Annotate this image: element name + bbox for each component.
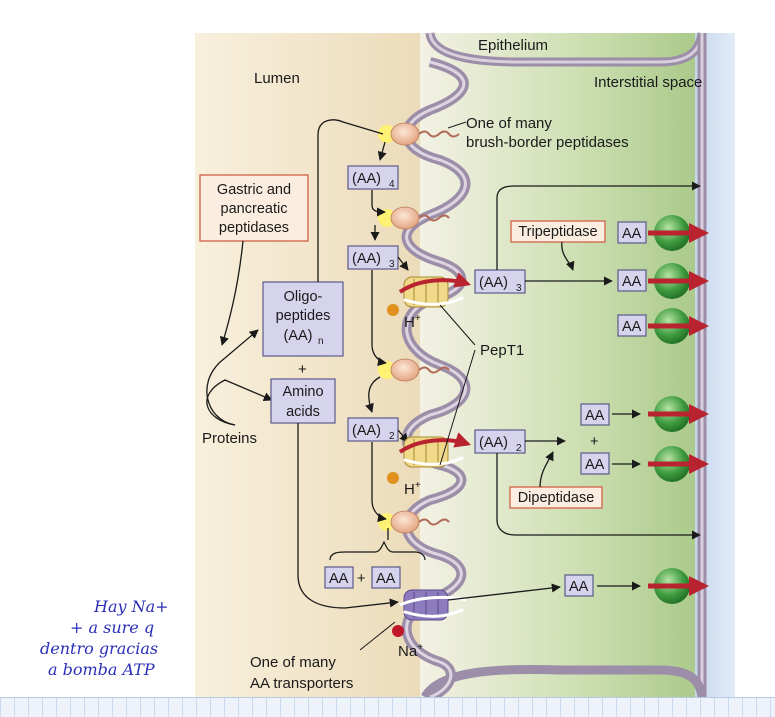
svg-text:(AA): (AA) [479,435,508,451]
svg-text:Dipeptidase: Dipeptidase [518,490,595,506]
aa3-box: (AA) 3 [347,245,399,270]
aa-out-6: AA [564,574,594,597]
proton-dot-2 [387,472,399,484]
pept1-transporter-2 [398,432,472,468]
sodium-dot [392,625,404,637]
h-plus-label-1: H+ [404,313,421,331]
svg-text:2: 2 [516,443,522,454]
dipeptidase-box: Dipeptidase [509,486,603,509]
amino-acids-box: Amino acids [270,378,336,424]
svg-text:n: n [318,336,324,347]
proton-dot-1 [387,304,399,316]
svg-text:AA: AA [622,226,642,242]
aa-transporter [399,589,467,621]
svg-text:AA: AA [569,579,589,595]
handwritten-note: Hay Na+ + a sure q dentro gracias a bomb… [40,597,169,679]
proteins-label: Proteins [202,430,257,447]
svg-text:peptidases: peptidases [219,220,289,236]
cell-aa3-box: (AA) 3 [474,269,526,294]
aa-out-2: AA [617,269,647,292]
svg-text:(AA): (AA) [352,423,381,439]
exit-channel-4 [648,396,709,432]
lumen-label: Lumen [254,70,300,87]
svg-text:AA: AA [622,274,642,290]
peptidase-note-line1: One of many [466,115,552,132]
aa2-box: (AA) 2 [347,417,399,442]
svg-text:AA: AA [585,457,605,473]
aa-out-3: AA [617,314,647,337]
svg-text:acids: acids [286,404,320,420]
cell-aa2-box: (AA) 2 [474,429,526,454]
svg-text:pancreatic: pancreatic [221,201,288,217]
aa-plus: + [590,434,598,450]
svg-text:(AA): (AA) [352,251,381,267]
page-footer-strip [0,697,775,717]
svg-text:(AA): (AA) [479,275,508,291]
brush-border-peptidase-4 [378,510,450,534]
aa-transporter-note-line2: AA transporters [250,675,353,692]
svg-text:AA: AA [585,408,605,424]
gastric-pancreatic-peptidases-box: Gastric and pancreatic peptidases [199,174,309,242]
svg-text:+: + [357,571,365,587]
aa-out-4: AA [580,403,610,426]
h-plus-label-2: H+ [404,480,421,498]
aa-pair-boxes: AA + AA [324,566,401,589]
aa-out-5: AA [580,452,610,475]
oligopeptides-box: Oligo- peptides (AA) n [262,281,344,357]
svg-text:AA: AA [376,571,396,587]
svg-text:Oligo-: Oligo- [284,289,323,305]
interstitial-label: Interstitial space [594,74,702,91]
svg-text:Tripeptidase: Tripeptidase [518,224,597,240]
aa4-box: (AA) 4 [347,165,399,190]
svg-text:Amino: Amino [282,384,323,400]
plus-label: + [298,361,307,378]
exit-channel-1 [648,215,709,251]
svg-text:AA: AA [622,319,642,335]
svg-text:(AA): (AA) [284,328,313,344]
aa-out-1: AA [617,221,647,244]
brush-border-peptidase-1 [378,122,460,146]
peptidase-note-line2: brush-border peptidases [466,134,629,151]
epithelium-label: Epithelium [478,37,548,54]
svg-text:3: 3 [389,259,395,270]
tripeptidase-box: Tripeptidase [510,220,606,243]
pept1-transporter-1 [398,272,472,308]
svg-text:peptides: peptides [276,308,331,324]
exit-channel-6 [648,568,709,604]
exit-channel-3 [648,308,709,344]
exit-channel-5 [648,446,709,482]
svg-text:2: 2 [389,431,395,442]
svg-text:Gastric and: Gastric and [217,182,291,198]
svg-text:(AA): (AA) [352,171,381,187]
svg-text:4: 4 [389,179,395,190]
svg-text:AA: AA [329,571,349,587]
svg-text:3: 3 [516,283,522,294]
epithelial-cell-region [420,33,700,697]
pept1-label: PepT1 [480,342,524,359]
exit-channel-2 [648,263,709,299]
aa-brace [329,540,426,561]
na-plus-label: Na+ [398,642,423,660]
aa-transporter-note-line1: One of many [250,654,336,671]
